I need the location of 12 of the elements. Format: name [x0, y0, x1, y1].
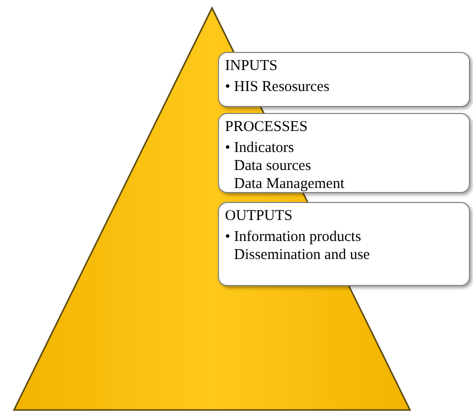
- list-item: • Indicators: [225, 139, 294, 157]
- text-card: [218, 202, 470, 286]
- list-item: Data Management: [234, 175, 344, 193]
- list-item: • HIS Resosurces: [225, 78, 330, 96]
- list-item: Data sources: [234, 157, 312, 175]
- text-card: [218, 52, 470, 107]
- list-item: Dissemination and use: [234, 246, 370, 264]
- section-heading: PROCESSES: [225, 118, 308, 136]
- section-heading: INPUTS: [225, 57, 278, 75]
- section-heading: OUTPUTS: [225, 207, 293, 225]
- text-card: [218, 113, 470, 193]
- list-item: • Information products: [225, 228, 362, 246]
